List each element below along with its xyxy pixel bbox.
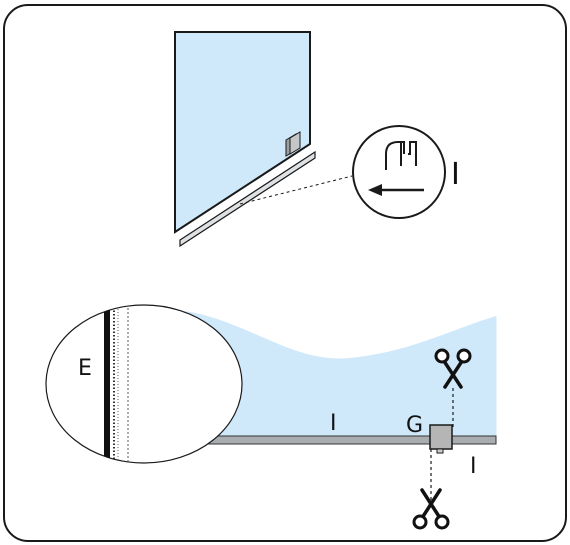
- glass-panel-top: [174, 31, 311, 234]
- scissors-icon: [412, 488, 450, 530]
- clip-block-top-face: [289, 131, 301, 155]
- left-arrow-icon: [368, 184, 424, 196]
- clip-tab: [436, 448, 444, 454]
- detail-circle-top: [352, 125, 446, 219]
- edge-profile-bar: [104, 305, 110, 463]
- top-perspective-view: I: [174, 31, 460, 248]
- label-detail-top: I: [451, 157, 460, 192]
- label-strip: I: [330, 411, 337, 436]
- bottom-front-view: G I I E: [45, 304, 497, 530]
- detail-circle-left: [45, 304, 243, 464]
- detail-circle-left-content: [104, 305, 129, 463]
- clip-block: [429, 424, 453, 450]
- label-clip: G: [406, 413, 423, 438]
- scissors-icon: [434, 348, 472, 389]
- label-below-clip: I: [470, 454, 477, 479]
- bottom-strip-top: [179, 150, 316, 248]
- detail-leader-line: [239, 175, 353, 205]
- profile-icon: [385, 141, 405, 170]
- label-detail-left: E: [78, 356, 92, 381]
- profile-icon-right: [408, 141, 417, 166]
